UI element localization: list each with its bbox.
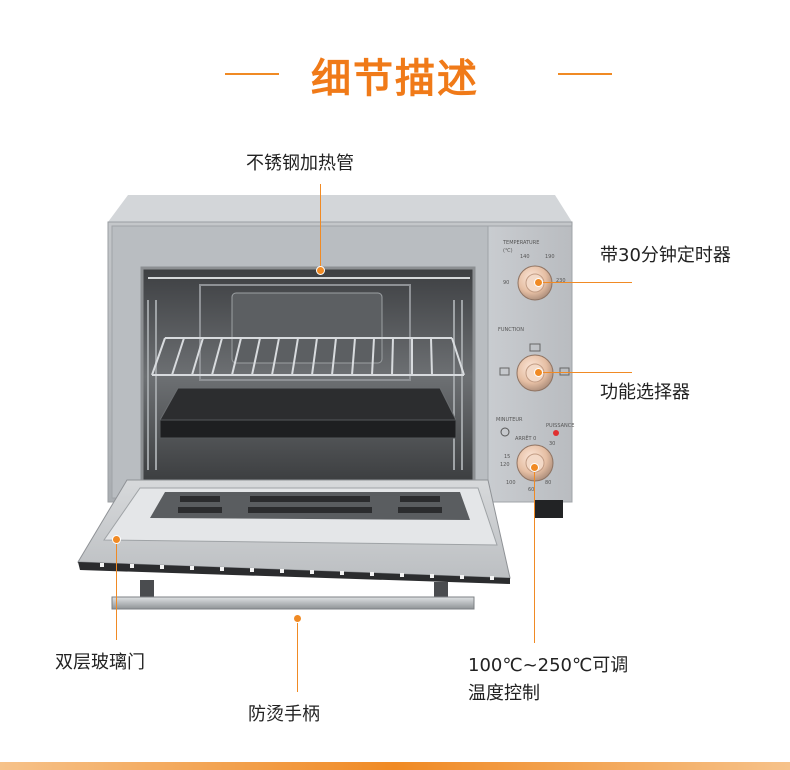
- puissance-label: PUISSANCE: [546, 423, 574, 429]
- wire-rack: [151, 337, 465, 376]
- oven-cavity: [140, 266, 476, 488]
- temp-unit: (℃): [503, 248, 513, 254]
- leader-glass-door: [116, 540, 117, 640]
- temp-tick-230: 230: [556, 278, 566, 284]
- temp-tick-190: 190: [545, 254, 555, 260]
- callout-glass-door: 双层玻璃门: [55, 652, 145, 673]
- oven-handle: [111, 580, 475, 610]
- leader-function-selector: [540, 372, 632, 373]
- temp-tick-140: 140: [520, 254, 530, 260]
- timer-tick-30: 30: [549, 441, 555, 447]
- page-title: 细节描述: [311, 56, 479, 102]
- callout-heating-tube: 不锈钢加热管: [246, 153, 354, 174]
- callout-temp-control-line2: 温度控制: [468, 683, 540, 704]
- timer-tick-60: 60: [528, 487, 534, 493]
- control-panel: TEMPERATURE (℃) 140 190 90 230 FUNCTION …: [496, 240, 574, 493]
- timer-tick-100: 100: [506, 480, 516, 486]
- timer-tick-120: 120: [500, 462, 510, 468]
- baking-tray: [159, 387, 457, 439]
- function-label: FUNCTION: [498, 327, 524, 333]
- dot-function-selector: [534, 368, 543, 377]
- dot-handle: [293, 614, 302, 623]
- leader-handle: [297, 618, 298, 692]
- leader-heating-tube: [320, 184, 321, 270]
- dot-timer: [534, 278, 543, 287]
- callout-temp-control-line1: 100℃~250℃可调: [468, 655, 629, 676]
- dot-temp-control: [530, 463, 539, 472]
- callout-timer: 带30分钟定时器: [600, 245, 731, 266]
- timer-tick-arret: ARRÊT 0: [515, 434, 536, 442]
- bottom-accent-bar: [0, 762, 790, 770]
- oven-foot: [535, 500, 563, 518]
- timer-tick-15: 15: [504, 454, 510, 460]
- header-line-right: [558, 73, 612, 75]
- dot-heating-tube: [316, 266, 325, 275]
- dot-glass-door: [112, 535, 121, 544]
- callout-function-selector: 功能选择器: [600, 382, 690, 403]
- callout-handle: 防烫手柄: [248, 704, 320, 725]
- temp-tick-90: 90: [503, 280, 509, 286]
- leader-timer: [540, 282, 632, 283]
- temperature-label: TEMPERATURE: [502, 240, 539, 246]
- oven-door: [77, 479, 511, 584]
- leader-temp-control: [534, 467, 535, 643]
- timer-tick-80: 80: [545, 480, 551, 486]
- header-line-left: [225, 73, 279, 75]
- minuteur-label: MINUTEUR: [496, 417, 523, 423]
